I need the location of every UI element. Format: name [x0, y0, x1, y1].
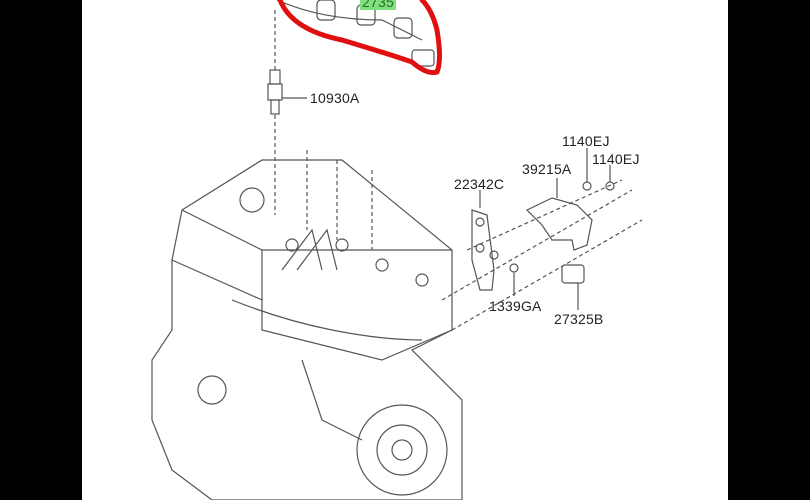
sensor-bracket [525, 197, 593, 251]
label-bracket: 39215A [522, 161, 572, 177]
nut [509, 263, 519, 273]
engine-drawing [151, 0, 643, 500]
bracket-plate [471, 209, 495, 291]
engine-block [151, 159, 463, 500]
label-plate: 22342C [454, 176, 505, 192]
label-spark-plug: 10930A [310, 90, 360, 106]
label-nut: 1339GA [489, 298, 542, 314]
label-sensor: 27325B [554, 311, 604, 327]
highlight-circle [277, 0, 442, 75]
parts-diagram: 2735 10930A 1140EJ 1140EJ 39215A 22342C … [82, 0, 728, 500]
label-bolt-1: 1140EJ [562, 133, 610, 149]
spark-plug [267, 10, 307, 115]
label-bolt-2: 1140EJ [592, 151, 640, 167]
bolts [582, 148, 615, 191]
label-highlighted-part: 2735 [360, 0, 396, 10]
ignition-coil-harness [276, 0, 435, 67]
sensor [561, 264, 585, 284]
guide-lines [274, 115, 643, 331]
